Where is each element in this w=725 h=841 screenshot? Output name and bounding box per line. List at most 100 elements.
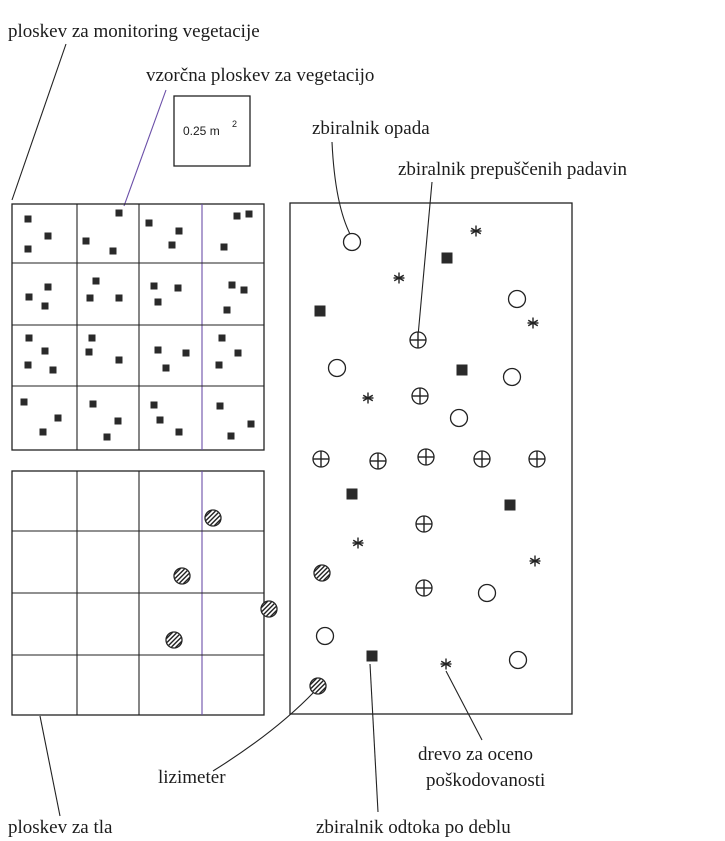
leader-throughfall-collector — [417, 181, 433, 337]
damage-tree-symbol — [440, 658, 452, 670]
label-tree-damage-line2: poškodovanosti — [426, 770, 545, 791]
vegetation-sample-square — [247, 420, 255, 428]
litter-collector-symbol — [508, 650, 528, 670]
lysimeter-symbol — [309, 677, 327, 695]
plot-symbols — [165, 225, 546, 695]
vegetation-sample-square — [25, 293, 33, 301]
stemflow-collector-symbol — [346, 488, 358, 500]
vegetation-sample-square — [175, 227, 183, 235]
throughfall-collector-symbol — [528, 450, 546, 468]
vegetation-sample-square — [227, 432, 235, 440]
soil-grid — [11, 470, 265, 716]
damage-tree-symbol — [352, 537, 364, 549]
leader-lines — [11, 43, 483, 817]
vegetation-sample-square — [24, 361, 32, 369]
lysimeter-symbol — [173, 567, 191, 585]
leader-lysimeter — [212, 691, 315, 772]
vegetation-sample-square — [154, 346, 162, 354]
leader-soil-plot — [39, 715, 61, 817]
main-plot — [289, 202, 573, 715]
vegetation-sample-square — [234, 349, 242, 357]
vegetation-sample-square — [109, 247, 117, 255]
stemflow-collector-symbol — [504, 499, 516, 511]
leader-litter-collector — [331, 141, 352, 237]
vegetation-sample-square — [156, 416, 164, 424]
damage-tree-symbol — [529, 555, 541, 567]
label-litter-collector: zbiralnik opada — [312, 118, 430, 139]
throughfall-collector-symbol — [415, 515, 433, 533]
stemflow-collector-symbol — [456, 364, 468, 376]
vegetation-sample-square — [182, 349, 190, 357]
sample-area-box: 0.25 m 2 — [173, 95, 251, 167]
vegetation-sample-square — [216, 402, 224, 410]
vegetation-sample-square — [115, 356, 123, 364]
vegetation-sample-square — [103, 433, 111, 441]
vegetation-sample-square — [115, 294, 123, 302]
sample-area-text: 0.25 m — [183, 124, 220, 138]
vegetation-sample-squares — [20, 209, 255, 441]
vegetation-sample-square — [39, 428, 47, 436]
vegetation-sample-square — [150, 401, 158, 409]
vegetation-sample-square — [245, 210, 253, 218]
vegetation-sample-square — [49, 366, 57, 374]
throughfall-collector-symbol — [409, 331, 427, 349]
vegetation-sample-square — [154, 298, 162, 306]
damage-tree-symbol — [393, 272, 405, 284]
vegetation-sample-square — [86, 294, 94, 302]
damage-tree-symbol — [470, 225, 482, 237]
label-stemflow-collector: zbiralnik odtoka po deblu — [316, 817, 511, 838]
vegetation-sample-square — [220, 243, 228, 251]
vegetation-sample-square — [145, 219, 153, 227]
vegetation-sample-square — [150, 282, 158, 290]
vegetation-grid — [11, 203, 265, 451]
vegetation-sample-square — [174, 284, 182, 292]
label-lysimeter: lizimeter — [158, 767, 226, 788]
vegetation-sample-square — [162, 364, 170, 372]
vegetation-sample-square — [89, 400, 97, 408]
vegetation-sample-square — [85, 348, 93, 356]
stemflow-collector-symbol — [366, 650, 378, 662]
throughfall-collector-symbol — [473, 450, 491, 468]
damage-tree-symbol — [527, 317, 539, 329]
vegetation-sample-square — [175, 428, 183, 436]
litter-collector-symbol — [502, 367, 522, 387]
litter-collector-symbol — [507, 289, 527, 309]
vegetation-sample-square — [115, 209, 123, 217]
leader-tree-damage — [445, 670, 483, 741]
throughfall-collector-symbol — [417, 448, 435, 466]
vegetation-sample-square — [41, 347, 49, 355]
vegetation-sample-square — [20, 398, 28, 406]
vegetation-sample-square — [114, 417, 122, 425]
vegetation-sample-square — [168, 241, 176, 249]
label-tree-damage-line1: drevo za oceno — [418, 744, 533, 765]
sample-area-exponent: 2 — [232, 119, 237, 129]
lysimeter-symbol — [165, 631, 183, 649]
vegetation-sample-square — [240, 286, 248, 294]
litter-collector-symbol — [327, 358, 347, 378]
litter-collector-symbol — [477, 583, 497, 603]
vegetation-sample-square — [44, 232, 52, 240]
vegetation-sample-square — [233, 212, 241, 220]
leader-vegetation-plot — [11, 43, 67, 201]
vegetation-sample-square — [25, 334, 33, 342]
vegetation-sample-square — [24, 245, 32, 253]
vegetation-sample-square — [228, 281, 236, 289]
lysimeter-symbol — [313, 564, 331, 582]
litter-collector-symbol — [342, 232, 362, 252]
stemflow-collector-symbol — [441, 252, 453, 264]
leader-sample-plot — [123, 89, 167, 207]
throughfall-collector-symbol — [369, 452, 387, 470]
vegetation-sample-square — [92, 277, 100, 285]
lysimeter-symbol — [260, 600, 278, 618]
throughfall-collector-symbol — [411, 387, 429, 405]
vegetation-sample-square — [54, 414, 62, 422]
vegetation-sample-square — [88, 334, 96, 342]
vegetation-sample-square — [44, 283, 52, 291]
litter-collector-symbol — [315, 626, 335, 646]
stemflow-collector-symbol — [314, 305, 326, 317]
lysimeter-symbol — [204, 509, 222, 527]
label-sample-plot: vzorčna ploskev za vegetacijo — [146, 65, 374, 86]
litter-collector-symbol — [449, 408, 469, 428]
label-vegetation-plot: ploskev za monitoring vegetacije — [8, 21, 260, 42]
